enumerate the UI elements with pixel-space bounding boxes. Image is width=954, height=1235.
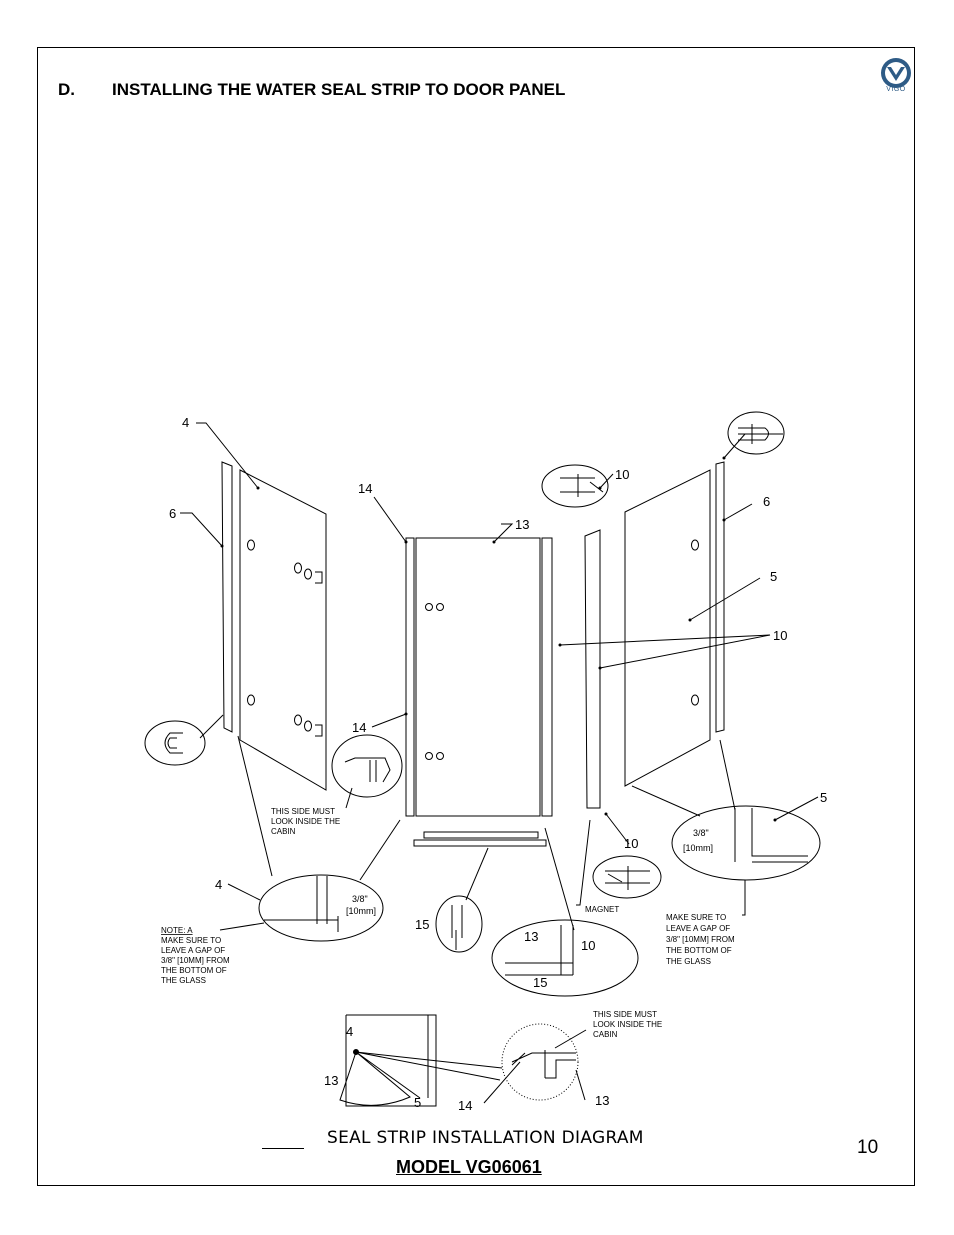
gap-mm-right: [10mm] bbox=[683, 843, 713, 853]
note-gap-right: MAKE SURE TO LEAVE A GAP OF 3/8" [10MM] … bbox=[666, 913, 735, 966]
callout-14-plan: 14 bbox=[458, 1098, 472, 1113]
detail-seal-profile-2 bbox=[331, 734, 403, 798]
note-line: MAKE SURE TO bbox=[161, 936, 221, 945]
callout-13-plan-detail: 13 bbox=[595, 1093, 609, 1108]
callout-10-corner: 10 bbox=[581, 938, 595, 953]
callout-6-left: 6 bbox=[169, 506, 176, 521]
callout-10-magnet: 10 bbox=[624, 836, 638, 851]
note-line: THIS SIDE MUST bbox=[593, 1010, 657, 1019]
magnet-strip bbox=[584, 529, 601, 809]
vigo-logo-icon bbox=[881, 58, 911, 88]
callout-5-plan: 5 bbox=[414, 1095, 421, 1110]
gap-fraction-left: 3/8" bbox=[352, 894, 368, 904]
callout-10-right: 10 bbox=[773, 628, 787, 643]
section-letter: D. bbox=[58, 80, 75, 99]
detail-gap-right bbox=[671, 805, 821, 881]
note-line: CABIN bbox=[271, 827, 296, 836]
note-inside-cabin-2: THIS SIDE MUST LOOK INSIDE THE CABIN bbox=[593, 1010, 662, 1039]
note-line: LEAVE A GAP OF bbox=[161, 946, 225, 955]
section-title: INSTALLING THE WATER SEAL STRIP TO DOOR … bbox=[112, 80, 566, 99]
detail-gap-left bbox=[258, 874, 384, 942]
caption-rule bbox=[262, 1148, 304, 1149]
note-line: MAKE SURE TO bbox=[666, 913, 726, 922]
right-fixed-panel bbox=[624, 469, 711, 787]
note-line: THE BOTTOM OF bbox=[161, 966, 227, 975]
callout-4-detail: 4 bbox=[215, 877, 222, 892]
callout-4-plan: 4 bbox=[346, 1024, 353, 1039]
detail-seal-profile-1 bbox=[144, 720, 206, 766]
callout-15-corner: 15 bbox=[533, 975, 547, 990]
callout-13-plan: 13 bbox=[324, 1073, 338, 1088]
note-gap-left: NOTE: A MAKE SURE TO LEAVE A GAP OF 3/8"… bbox=[161, 926, 230, 985]
note-line: NOTE: A bbox=[161, 926, 193, 935]
callout-15-detail: 15 bbox=[415, 917, 429, 932]
callout-6-right: 6 bbox=[763, 494, 770, 509]
plan-view-enclosure bbox=[345, 1014, 437, 1107]
door-panel bbox=[415, 537, 541, 817]
note-line: THIS SIDE MUST bbox=[271, 807, 335, 816]
left-seal-strip bbox=[221, 461, 233, 733]
note-line: 3/8" [10MM] FROM bbox=[161, 956, 230, 965]
note-line: THE BOTTOM OF bbox=[666, 946, 732, 955]
detail-seal-profile-3 bbox=[541, 464, 609, 508]
note-line: THE GLASS bbox=[666, 957, 711, 966]
note-line: LOOK INSIDE THE bbox=[593, 1020, 662, 1029]
note-line: LOOK INSIDE THE bbox=[271, 817, 340, 826]
callout-13-corner: 13 bbox=[524, 929, 538, 944]
gap-mm-left: [10mm] bbox=[346, 906, 376, 916]
callout-5-right: 5 bbox=[770, 569, 777, 584]
model-number: MODEL VG06061 bbox=[396, 1157, 542, 1177]
detail-sweep-profile bbox=[435, 895, 483, 953]
note-line: CABIN bbox=[593, 1030, 618, 1039]
callout-4-top: 4 bbox=[182, 415, 189, 430]
gap-fraction-right: 3/8" bbox=[693, 828, 709, 838]
door-right-seal bbox=[541, 537, 553, 817]
detail-bottom-corner bbox=[491, 919, 639, 997]
callout-5-detail: 5 bbox=[820, 790, 827, 805]
left-fixed-panel bbox=[239, 469, 327, 791]
detail-seal-profile-4 bbox=[727, 411, 785, 455]
note-line: THE GLASS bbox=[161, 976, 206, 985]
magnet-label: MAGNET bbox=[585, 905, 619, 914]
note-inside-cabin-1: THIS SIDE MUST LOOK INSIDE THE CABIN bbox=[271, 807, 340, 836]
page-frame bbox=[37, 47, 915, 1186]
callout-14-mid: 14 bbox=[352, 720, 366, 735]
callout-13-top: 13 bbox=[515, 517, 529, 532]
plan-view-detail bbox=[501, 1023, 579, 1101]
note-line: LEAVE A GAP OF bbox=[666, 924, 730, 933]
detail-magnet-profile bbox=[592, 855, 662, 899]
logo-text: VIGO bbox=[886, 86, 906, 93]
diagram-caption: SEAL STRIP INSTALLATION DIAGRAM bbox=[327, 1128, 644, 1148]
door-left-seal bbox=[405, 537, 415, 817]
page-number: 10 bbox=[857, 1137, 879, 1158]
callout-14-top: 14 bbox=[358, 481, 372, 496]
note-line: 3/8" [10MM] FROM bbox=[666, 935, 735, 944]
right-seal-strip bbox=[715, 461, 725, 733]
callout-10-top: 10 bbox=[615, 467, 629, 482]
